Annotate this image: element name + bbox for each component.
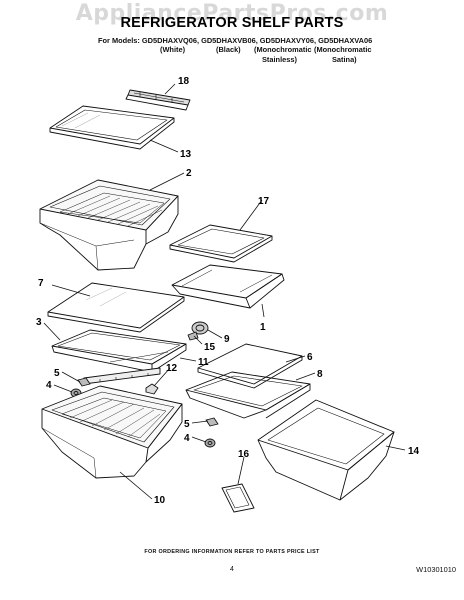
variant-monochromatic-1: (Monochromatic	[254, 45, 312, 54]
page-title: REFRIGERATOR SHELF PARTS	[120, 15, 344, 31]
watermark: AppliancePartsPros.com	[75, 1, 389, 26]
part-6-glass	[197, 343, 303, 389]
part-7-glass	[47, 282, 185, 333]
callout-8: 8	[317, 369, 323, 380]
callout-13: 13	[180, 149, 192, 160]
part-2-crisper	[39, 179, 179, 271]
callout-2: 2	[186, 168, 192, 179]
variant-satina: Satina)	[332, 55, 357, 64]
part-1-frame	[171, 264, 285, 309]
callout-9: 9	[224, 334, 230, 345]
document-number: W10301010	[416, 565, 456, 574]
callout-10: 10	[154, 495, 166, 506]
callout-4-right: 4	[184, 433, 190, 444]
callout-16: 16	[238, 449, 250, 460]
part-13-shelf	[49, 105, 175, 150]
part-4-5-right	[204, 417, 219, 448]
callout-18: 18	[178, 76, 190, 87]
callout-11: 11	[198, 357, 209, 368]
part-10-crisper	[41, 385, 183, 479]
part-8-frame	[185, 371, 311, 419]
part-16-clip	[221, 483, 255, 513]
variant-white: (White)	[160, 45, 186, 54]
callout-3: 3	[36, 317, 42, 328]
part-18-rail	[125, 89, 191, 111]
models-line: For Models: GD5DHAXVQ06, GD5DHAXVB06, GD…	[98, 36, 373, 45]
part-15-9-knob	[187, 321, 209, 341]
callout-14: 14	[408, 446, 420, 457]
part-14-bin	[257, 399, 395, 501]
callout-17: 17	[258, 196, 270, 207]
part-12-bracket	[83, 367, 161, 395]
callout-4-left: 4	[46, 380, 52, 391]
leader-lines	[43, 83, 406, 500]
part-3-frame	[51, 329, 187, 373]
callout-5-left: 5	[54, 368, 60, 379]
variant-black: (Black)	[216, 45, 241, 54]
callout-6: 6	[307, 352, 313, 363]
callout-7: 7	[38, 278, 44, 289]
callout-numbers: 18 13 2 17 7 1 3 15 9 11 6 8 12 5 4 5 4 …	[36, 76, 420, 506]
variant-monochromatic-2: (Monochromatic	[314, 45, 372, 54]
variant-stainless: Stainless)	[262, 55, 297, 64]
callout-5-right: 5	[184, 419, 190, 430]
callout-1: 1	[260, 322, 266, 333]
callout-12: 12	[166, 363, 178, 374]
page-number: 4	[230, 566, 234, 573]
callout-15: 15	[204, 342, 216, 353]
part-17-shelf	[169, 224, 273, 263]
ordering-note: FOR ORDERING INFORMATION REFER TO PARTS …	[144, 549, 320, 555]
